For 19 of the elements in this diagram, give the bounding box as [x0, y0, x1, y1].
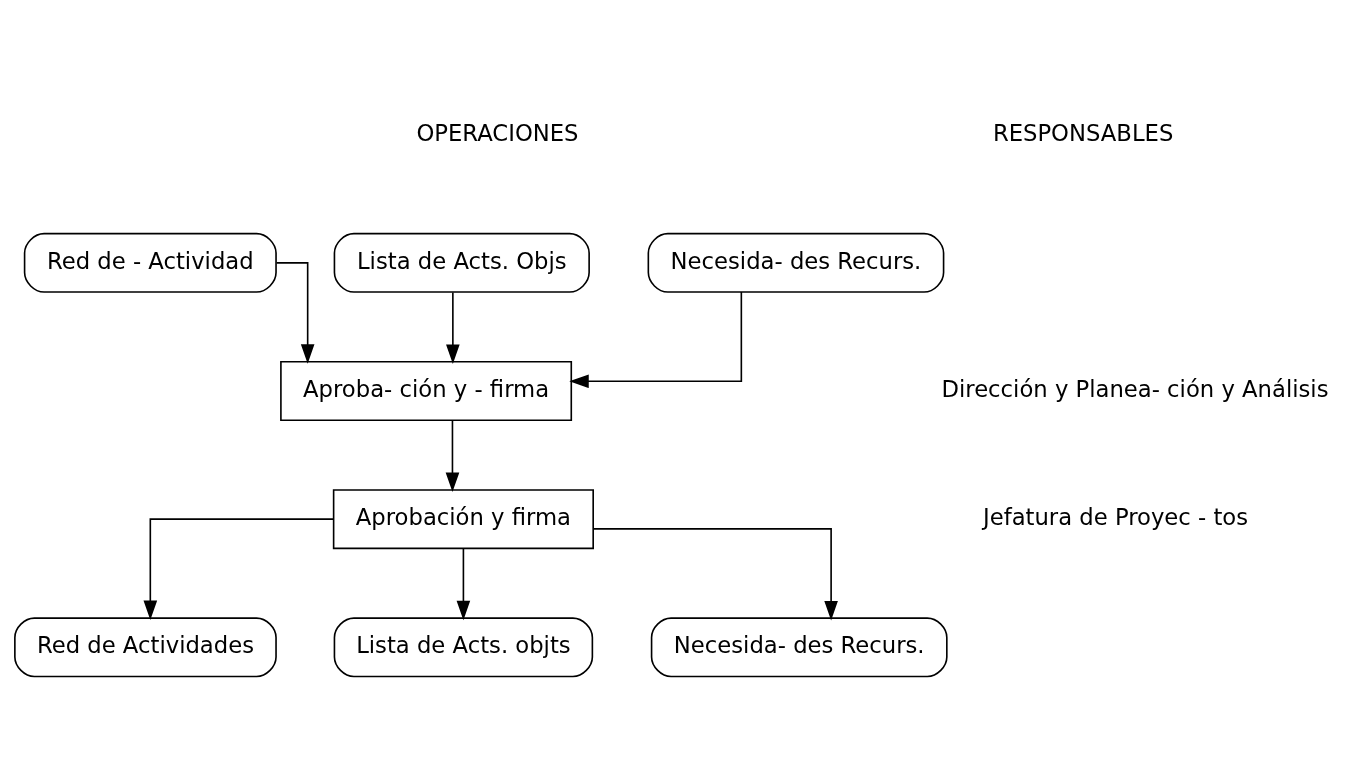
- arrow: [143, 517, 335, 620]
- arrow: [445, 419, 460, 492]
- arrow: [446, 291, 460, 364]
- label: RESPONSABLES: [992, 119, 1174, 146]
- arrow: [569, 290, 743, 388]
- node-box: Aproba- ción y - firma: [280, 360, 573, 421]
- node-box: Necesida- des Recurs.: [647, 232, 945, 293]
- node-box: Lista de Acts. objts: [333, 616, 594, 677]
- node-box: Red de Actividades: [14, 616, 277, 677]
- arrow: [275, 261, 315, 364]
- label: Jefatura de Proyec - tos: [983, 503, 1249, 530]
- arrow: [592, 527, 838, 620]
- node-box: Aprobación y firma: [332, 488, 594, 549]
- label: Dirección y Planea- ción y Análisis: [941, 375, 1329, 402]
- node-box: Red de - Actividad: [23, 232, 277, 293]
- label: OPERACIONES: [416, 119, 579, 146]
- arrow: [456, 547, 471, 620]
- node-box: Lista de Acts. Objs: [333, 232, 590, 293]
- node-box: Necesida- des Recurs.: [650, 616, 948, 677]
